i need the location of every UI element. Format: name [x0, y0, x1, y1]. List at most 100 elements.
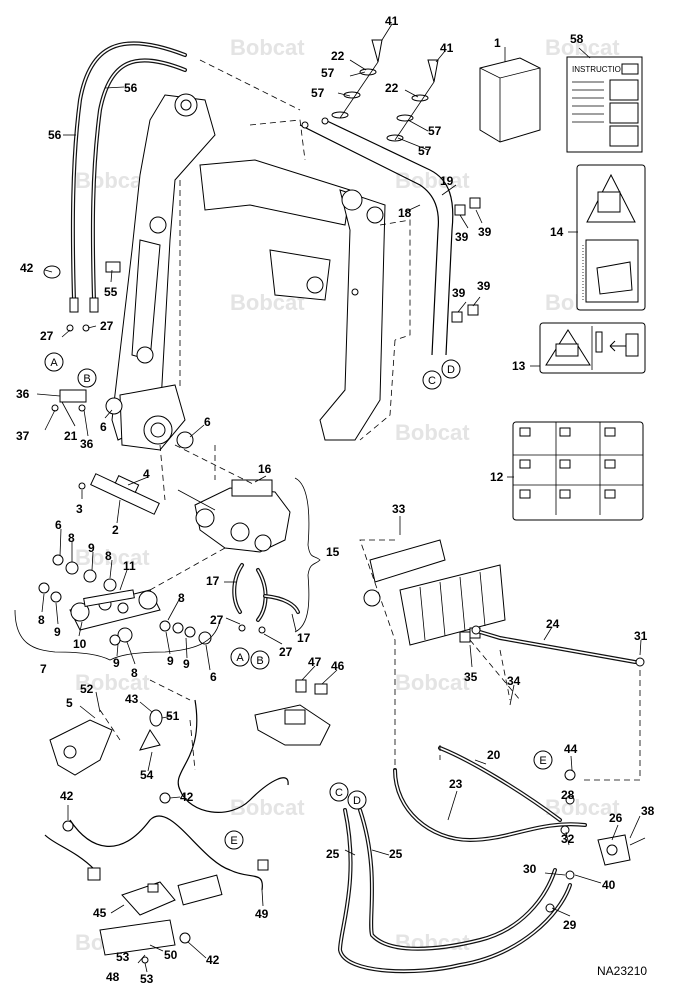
callout-51: 51 [166, 709, 180, 723]
callout-39: 39 [455, 230, 469, 244]
callout-9: 9 [54, 625, 61, 639]
callout-13: 13 [512, 359, 526, 373]
callout-4: 4 [143, 467, 150, 481]
callout-10: 10 [73, 637, 87, 651]
callout-53: 53 [140, 972, 154, 986]
callout-57: 57 [311, 86, 325, 100]
callout-25: 25 [326, 847, 340, 861]
brace-15 [294, 477, 321, 633]
callout-25: 25 [389, 847, 403, 861]
routing-lines [99, 444, 641, 781]
callout-29: 29 [563, 918, 577, 932]
callout-6: 6 [100, 420, 107, 434]
callout-2: 2 [112, 523, 119, 537]
pedal-bracket [254, 679, 331, 746]
callout-16: 16 [258, 462, 272, 476]
callout-27: 27 [40, 329, 54, 343]
instructions-sheet: INSTRUCTIONS [566, 56, 643, 153]
circle-label-b: B [256, 655, 263, 667]
bushings-8-9 [38, 554, 212, 646]
watermark: Bobcat [395, 930, 470, 955]
callout-9: 9 [113, 656, 120, 670]
callout-7: 7 [40, 662, 47, 676]
callout-27: 27 [279, 645, 293, 659]
callout-45: 45 [93, 906, 107, 920]
valve-33 [363, 539, 506, 646]
callout-48: 48 [106, 970, 120, 984]
callout-32: 32 [561, 832, 575, 846]
circle-labels: A B C D A B E E C D [44, 352, 553, 850]
valve-26 [597, 834, 646, 866]
linkage-10 [69, 589, 161, 631]
watermark: Bobcat [75, 545, 150, 570]
callout-57: 57 [321, 66, 335, 80]
drawing-id: NA23210 [597, 964, 647, 978]
callout-1: 1 [494, 36, 501, 50]
callout-56: 56 [48, 128, 62, 142]
callout-17: 17 [297, 631, 311, 645]
watermark: Bobcat [395, 670, 470, 695]
callout-21: 21 [64, 429, 78, 443]
callout-38: 38 [641, 804, 655, 818]
callout-19: 19 [440, 174, 454, 188]
callout-9: 9 [167, 654, 174, 668]
watermark: Bobcat [545, 35, 620, 60]
circle-label-b: B [83, 373, 90, 385]
callout-39: 39 [452, 286, 466, 300]
callout-34: 34 [507, 674, 521, 688]
hose-56-pair [69, 41, 187, 313]
callout-35: 35 [464, 670, 478, 684]
callout-20: 20 [487, 748, 501, 762]
fittings-41-22-57 [331, 39, 439, 142]
callout-40: 40 [602, 878, 616, 892]
watermark: Bobcat [75, 670, 150, 695]
callout-15: 15 [326, 545, 340, 559]
circle-label-a: A [236, 652, 244, 664]
callout-28: 28 [561, 788, 575, 802]
callout-56: 56 [124, 81, 138, 95]
callout-54: 54 [140, 768, 154, 782]
decal-14 [576, 164, 646, 311]
hoses-17 [232, 563, 300, 634]
clamp-assembly-16 [149, 445, 291, 591]
hose-24 [471, 625, 645, 667]
callout-39: 39 [477, 279, 491, 293]
callout-42: 42 [206, 953, 220, 967]
bracket-5 [49, 709, 163, 776]
callout-43: 43 [125, 692, 139, 706]
callout-5: 5 [66, 696, 73, 710]
callout-42: 42 [20, 261, 34, 275]
callout-6: 6 [204, 415, 211, 429]
callout-8: 8 [131, 666, 138, 680]
callout-18: 18 [398, 206, 412, 220]
loader-arm-assembly [111, 59, 411, 451]
callout-50: 50 [164, 948, 178, 962]
callout-9: 9 [183, 657, 190, 671]
decal-12 [512, 421, 644, 521]
callout-42: 42 [60, 789, 74, 803]
leader-lines [36, 23, 642, 973]
circle-label-c: C [335, 787, 343, 799]
callout-37: 37 [16, 429, 30, 443]
callout-8: 8 [68, 531, 75, 545]
callout-8: 8 [105, 549, 112, 563]
callout-12: 12 [490, 470, 504, 484]
callout-8: 8 [178, 591, 185, 605]
callout-27: 27 [100, 319, 114, 333]
decal-13 [539, 322, 646, 374]
watermark: Bobcat [75, 168, 150, 193]
brace-7 [14, 609, 221, 661]
callout-11: 11 [123, 559, 136, 573]
callout-49: 49 [255, 907, 269, 921]
circle-label-e: E [539, 755, 546, 767]
callout-27: 27 [210, 613, 224, 627]
circle-label-a: A [50, 357, 58, 369]
watermark: Bobcat [230, 35, 305, 60]
hoses-20-23 [393, 746, 587, 913]
callout-41: 41 [385, 14, 399, 28]
callout-24: 24 [546, 617, 560, 631]
hoses-25 [337, 808, 572, 974]
callout-46: 46 [331, 659, 345, 673]
pin-2 [78, 473, 160, 515]
callout-14: 14 [550, 225, 564, 239]
